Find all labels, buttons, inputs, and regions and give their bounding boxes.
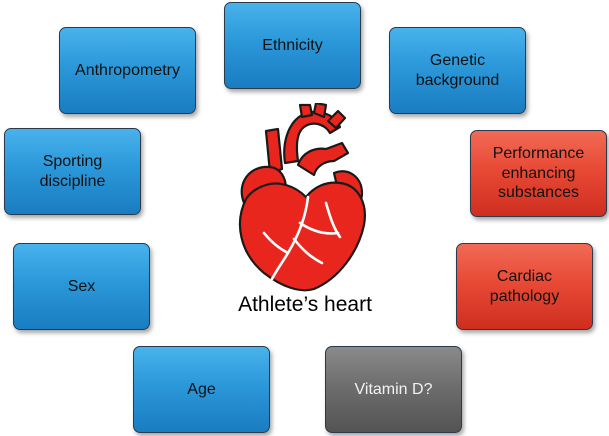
sex-box: Sex	[13, 243, 150, 330]
genetic-background-label: Genetic background	[415, 51, 500, 89]
ethnicity-box: Ethnicity	[224, 2, 361, 89]
ethnicity-label: Ethnicity	[262, 36, 323, 54]
sex-label: Sex	[67, 277, 96, 295]
vitamin-d-box: Vitamin D?	[325, 346, 462, 433]
anthropometry-label: Anthropometry	[75, 61, 180, 79]
genetic-background-box: Genetic background	[389, 27, 526, 114]
vitamin-d-label: Vitamin D?	[354, 380, 433, 398]
age-label: Age	[187, 380, 216, 398]
cardiac-pathology-box: Cardiac pathology	[456, 243, 593, 330]
heart-icon	[238, 103, 366, 292]
performance-enhancing-substances-label: Performance enhancing substances	[492, 145, 585, 202]
age-box: Age	[133, 346, 270, 433]
cardiac-pathology-label: Cardiac pathology	[489, 267, 560, 305]
sporting-discipline-box: Sporting discipline	[4, 128, 141, 215]
sporting-discipline-label: Sporting discipline	[39, 152, 106, 190]
center-label: Athlete’s heart	[238, 293, 372, 316]
performance-enhancing-substances-box: Performance enhancing substances	[470, 130, 607, 217]
anthropometry-box: Anthropometry	[59, 27, 196, 114]
